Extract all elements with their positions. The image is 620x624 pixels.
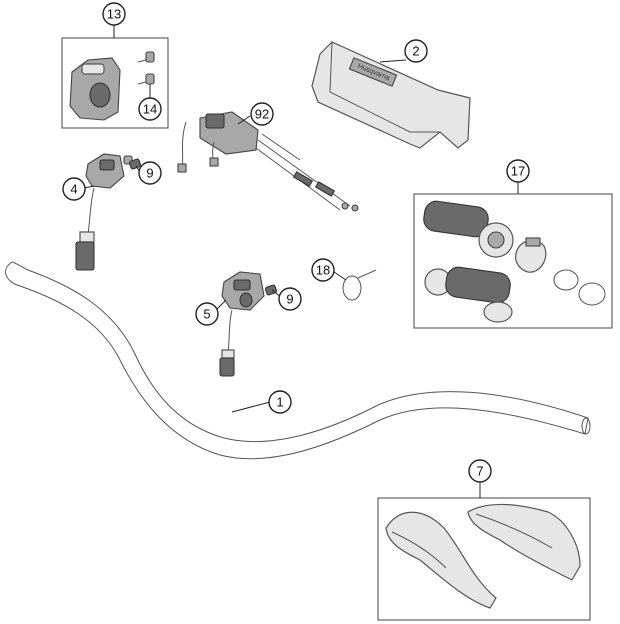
box-13 xyxy=(61,37,169,129)
grip-upper xyxy=(423,200,514,258)
bolt-9-upper xyxy=(128,158,142,170)
callout-14: 14 xyxy=(138,97,162,121)
grip-lower xyxy=(424,266,513,323)
callout-7: 7 xyxy=(468,459,492,483)
bolt-14a xyxy=(137,51,155,63)
svg-text:13: 13 xyxy=(107,7,121,22)
svg-text:7: 7 xyxy=(476,464,483,479)
handlebar xyxy=(5,261,591,460)
callout-9-upper: 9 xyxy=(138,161,162,185)
box-7 xyxy=(377,497,591,621)
callout-13: 13 xyxy=(102,2,126,26)
switch-5 xyxy=(219,271,265,377)
callout-2: 2 xyxy=(404,39,428,63)
callout-1: 1 xyxy=(268,390,292,414)
box-17 xyxy=(413,193,613,329)
svg-text:1: 1 xyxy=(276,395,283,410)
grip-ring-b xyxy=(578,282,606,306)
svg-text:9: 9 xyxy=(146,166,153,181)
bolt-14b xyxy=(137,73,155,85)
hand-guard-left xyxy=(385,511,497,609)
svg-text:2: 2 xyxy=(412,44,419,59)
svg-text:18: 18 xyxy=(316,263,330,278)
callout-92: 92 xyxy=(250,102,274,126)
svg-text:17: 17 xyxy=(511,164,525,179)
grip-clamp-a xyxy=(515,237,547,273)
callout-4: 4 xyxy=(62,177,86,201)
bolt-9-lower xyxy=(264,284,278,296)
switch-4 xyxy=(75,153,133,271)
callout-17: 17 xyxy=(506,159,530,183)
throttle-assembly xyxy=(177,111,359,212)
bar-pad: Husqvarna xyxy=(311,41,471,149)
callout-18: 18 xyxy=(311,258,335,282)
svg-text:14: 14 xyxy=(143,102,157,117)
hand-guard-right xyxy=(467,503,581,581)
svg-text:4: 4 xyxy=(70,182,77,197)
callout-9-lower-text: 9 xyxy=(286,292,293,307)
cable-tie xyxy=(342,269,377,301)
svg-text:5: 5 xyxy=(203,307,210,322)
callout-9-lower: 9 xyxy=(278,287,302,311)
callout-5: 5 xyxy=(195,302,219,326)
svg-text:92: 92 xyxy=(255,107,269,122)
grip-ring-a xyxy=(553,269,579,291)
